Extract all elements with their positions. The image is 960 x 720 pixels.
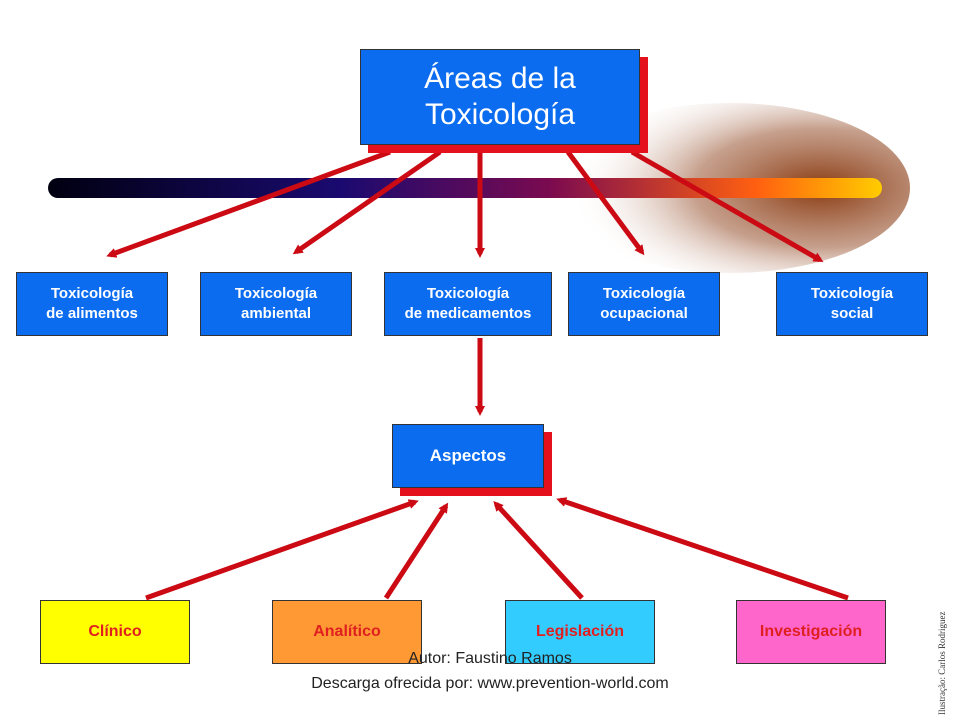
area-line-1: Toxicología (426, 285, 510, 302)
area-line-2: ambiental (240, 305, 312, 322)
title-line-1: Áreas de la (424, 62, 576, 95)
aspect-label: Analítico (313, 623, 381, 640)
aspect-label: Legislación (535, 623, 625, 640)
title-line-2: Toxicología (424, 98, 576, 131)
area-box-alimentos: Toxicología de alimentos (16, 272, 168, 336)
area-line-2: ocupacional (600, 305, 688, 322)
area-box-medicamentos: Toxicología de medicamentos (384, 272, 552, 336)
aspect-label: Investigación (759, 623, 863, 640)
title-box: Áreas de la Toxicología (360, 49, 640, 145)
illustration-credit: Ilustração: Carlos Rodriguez (937, 611, 947, 715)
aspect-box-clinico: Clínico (40, 600, 190, 664)
area-line-1: Toxicología (810, 285, 894, 302)
area-line-2: social (830, 305, 874, 322)
arrow-from-analitico (383, 502, 449, 600)
download-credit: Descarga ofrecida por: www.prevention-wo… (311, 675, 669, 692)
arrow-to-ambiental (292, 149, 442, 255)
aspectos-box: Aspectos (392, 424, 544, 488)
arrow-from-legislacion (493, 501, 584, 600)
arrow-to-social (630, 149, 824, 263)
aspect-box-legislacion: Legislación (505, 600, 655, 664)
aspect-box-investigacion: Investigación (736, 600, 886, 664)
arrow-from-investigacion (556, 497, 849, 601)
area-box-ambiental: Toxicología ambiental (200, 272, 352, 336)
area-line-1: Toxicología (50, 285, 134, 302)
area-box-ocupacional: Toxicología ocupacional (568, 272, 720, 336)
area-line-1: Toxicología (234, 285, 318, 302)
aspect-box-analitico: Analítico (272, 600, 422, 664)
aspectos-label: Aspectos (429, 446, 507, 465)
arrow-from-clinico (145, 499, 419, 601)
author-credit: Autor: Faustino Ramos (408, 650, 572, 667)
area-box-social: Toxicología social (776, 272, 928, 336)
arrow-to-ocupacional (565, 150, 645, 256)
area-line-2: de medicamentos (404, 305, 532, 322)
gradient-bar (48, 178, 882, 198)
arrow-to-alimentos (106, 149, 391, 258)
area-line-1: Toxicología (602, 285, 686, 302)
aspect-label: Clínico (88, 623, 142, 640)
area-line-2: de alimentos (46, 305, 138, 322)
